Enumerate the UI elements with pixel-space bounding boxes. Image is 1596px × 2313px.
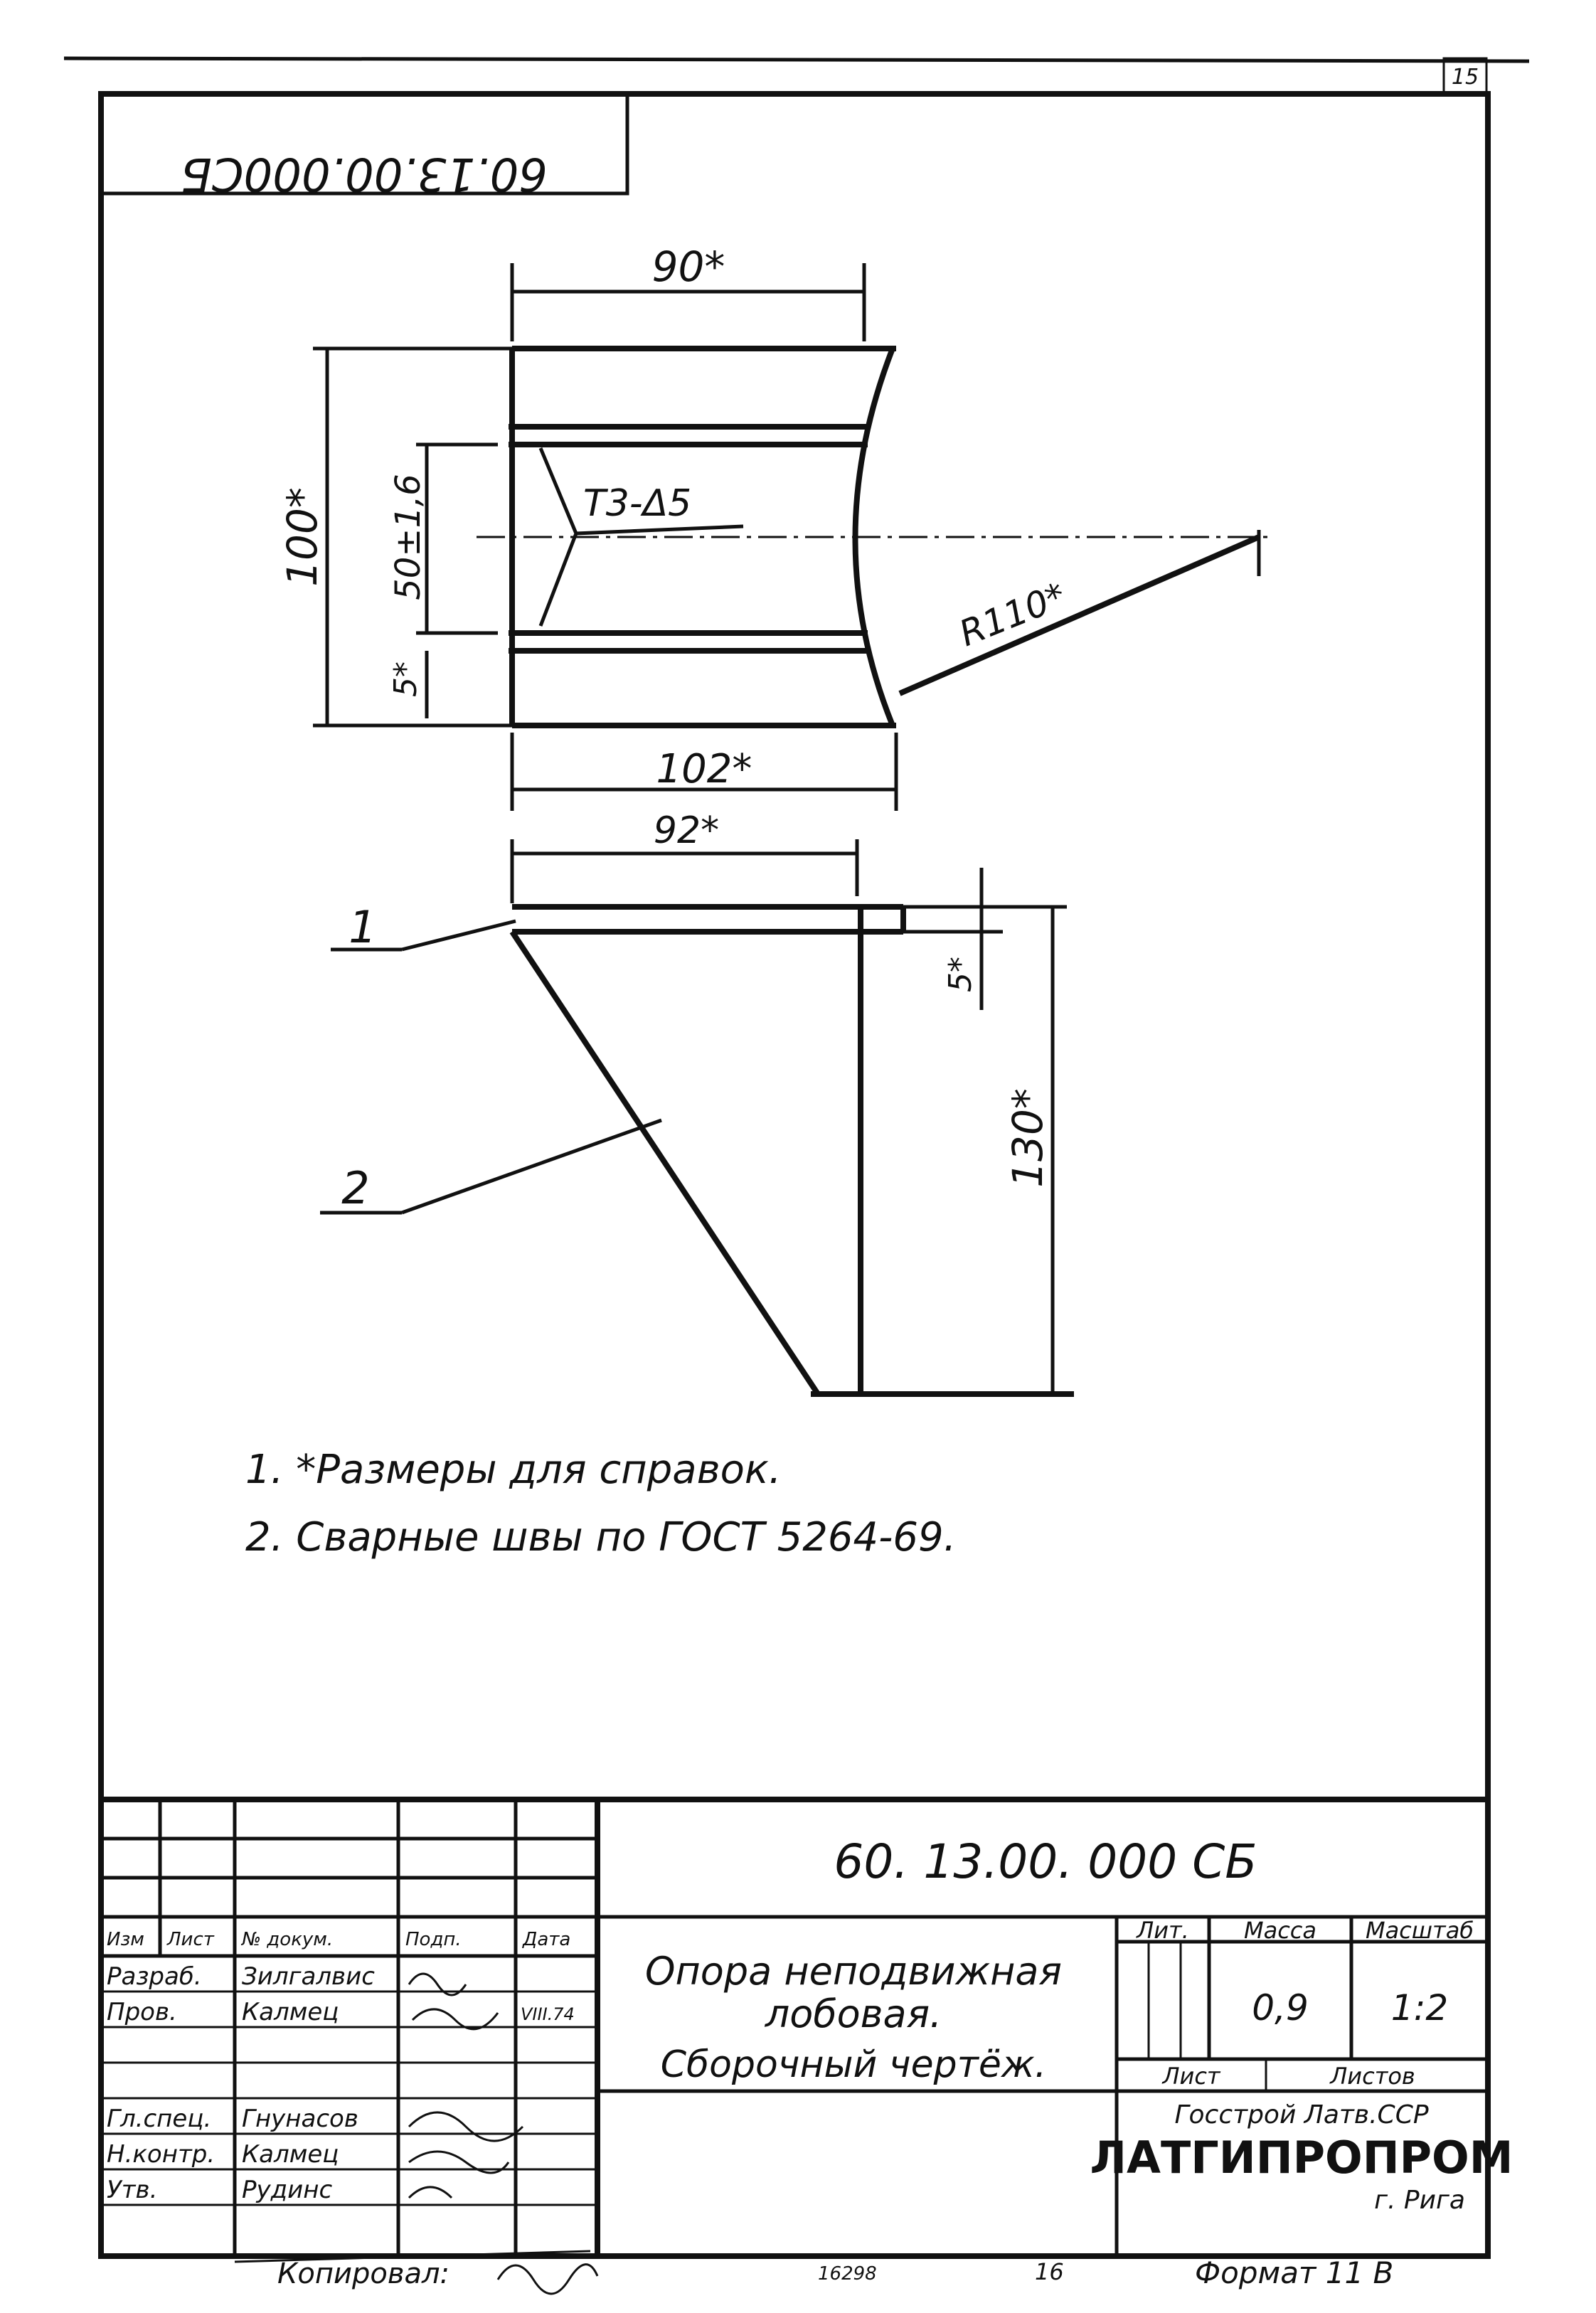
stamp-mirrored: 60.13.00.000СБ: [181, 147, 548, 200]
dim-height: 100*: [278, 487, 326, 587]
callout-1: 1: [349, 901, 376, 953]
callout-2: 2: [341, 1162, 369, 1214]
name-line-3: Сборочный чертёж.: [661, 2043, 1047, 2086]
dim-width-top: 90*: [652, 243, 725, 291]
signature: [408, 1972, 524, 2199]
footer-format: Формат 11 В: [1195, 2255, 1393, 2290]
dim-side-height: 130*: [1004, 1088, 1052, 1188]
dim-inner: 50±1,6: [388, 474, 428, 600]
dim-offset: 5*: [388, 661, 424, 697]
scale-label: Масштаб: [1366, 1917, 1474, 1944]
footer-code: 16298: [818, 2263, 877, 2285]
designation: 60. 13.00. 000 СБ: [834, 1834, 1257, 1889]
role-prov: Пров.: [107, 1998, 177, 2026]
footer-copied: Копировал:: [277, 2258, 449, 2290]
drawing-frame: [98, 91, 1491, 2259]
role-utv: Утв.: [107, 2176, 157, 2204]
sheet-number: 15: [1452, 65, 1479, 90]
name-line-1: Опора неподвижная: [645, 1949, 1062, 1994]
footer-num: 16: [1035, 2258, 1064, 2285]
lit-label: Лит.: [1136, 1917, 1189, 1944]
mass-label: Масса: [1244, 1917, 1316, 1944]
name-glspec: Гнунасов: [242, 2105, 358, 2133]
hdr-date: Дата: [522, 1929, 570, 1950]
dim-side-offset: 5*: [942, 957, 979, 992]
role-razrab: Разраб.: [107, 1962, 202, 1991]
dim-width-side: 92*: [654, 809, 719, 852]
title-block: 60. 13.00. 000 СБ Опора неподвижная лобо…: [101, 1797, 1513, 2256]
top-view: 90* 100* 50±1,6 5* Т3-Δ5 R110* 102*: [278, 243, 1273, 811]
note-2: 2. Сварные швы по ГОСТ 5264-69.: [245, 1514, 956, 1560]
hdr-doc: № докум.: [240, 1929, 333, 1950]
note-1: 1. *Размеры для справок.: [245, 1447, 782, 1493]
name-nkontr: Калмец: [242, 2140, 339, 2169]
side-view: 92* 5* 130* 1 2: [320, 809, 1074, 1397]
date-value: VIII.74: [521, 2004, 575, 2024]
weld-symbol: Т3-Δ5: [583, 482, 691, 525]
hdr-list: Лист: [166, 1929, 215, 1950]
scale-value: 1:2: [1391, 1987, 1448, 2028]
name-utv: Рудинс: [242, 2176, 332, 2204]
org-line-2: ЛАТГИПРОПРОМ: [1090, 2132, 1513, 2184]
hdr-sign: Подп.: [405, 1929, 462, 1950]
dim-width-bottom: 102*: [656, 746, 752, 792]
hdr-izm: Изм: [107, 1929, 144, 1950]
role-glspec: Гл.спец.: [107, 2105, 211, 2133]
name-prov: Калмец: [242, 1998, 339, 2026]
org-city: г. Рига: [1374, 2186, 1465, 2215]
mass-value: 0,9: [1252, 1987, 1309, 2028]
copier-signature: [496, 2263, 599, 2295]
sheets-label: Листов: [1329, 2063, 1415, 2090]
name-razrab: Зилгалвис: [242, 1962, 375, 1991]
name-line-2: лобовая.: [765, 1992, 942, 2036]
sheet-label: Лист: [1161, 2063, 1220, 2090]
org-line-1: Госстрой Латв.ССР: [1174, 2100, 1428, 2129]
role-nkontr: Н.контр.: [107, 2140, 215, 2169]
